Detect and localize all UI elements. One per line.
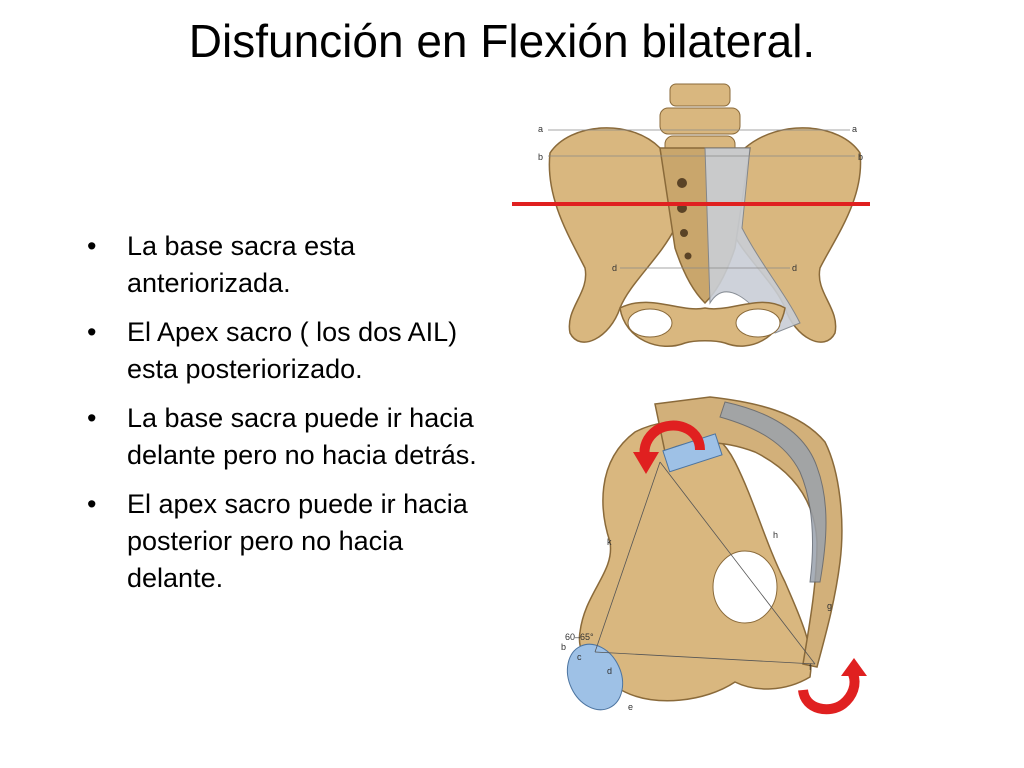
label-a-right: a xyxy=(852,124,857,134)
bullet-text: La base sacra puede ir hacia delante per… xyxy=(127,403,477,470)
left-obturator-foramen-shape xyxy=(627,308,673,338)
label-e: e xyxy=(628,702,633,712)
bullet-item: • El Apex sacro ( los dos AIL) esta post… xyxy=(85,314,505,388)
bullet-item: • La base sacra esta anteriorizada. xyxy=(85,228,505,302)
label-k: k xyxy=(607,537,612,547)
pubic-symphysis-shape xyxy=(566,643,624,711)
label-h: h xyxy=(773,530,778,540)
rotation-arrow-bottom-icon xyxy=(798,658,867,715)
bullet-marker: • xyxy=(87,489,97,519)
bullet-list: • La base sacra esta anteriorizada. • El… xyxy=(85,228,505,609)
obturator-foramen-shape xyxy=(712,550,778,624)
measure-line-3 xyxy=(594,651,816,665)
bullet-text: El Apex sacro ( los dos AIL) esta poster… xyxy=(127,317,458,384)
label-b-right: b xyxy=(858,152,863,162)
bullet-item: • La base sacra puede ir hacia delante p… xyxy=(85,400,505,474)
right-obturator-foramen-shape xyxy=(735,308,781,338)
bullet-item: • El apex sacro puede ir hacia posterior… xyxy=(85,486,505,597)
label-c: c xyxy=(577,652,582,662)
rotation-arrow-top-icon xyxy=(633,420,705,474)
disc-cartilage-shape xyxy=(662,433,723,473)
measure-line-2 xyxy=(659,461,816,665)
label-f: f xyxy=(809,662,812,672)
angle-label: 60–65° xyxy=(565,632,594,642)
pelvis-sagittal-illustration: k h g f b c d e 60–65° xyxy=(555,392,880,717)
label-d-left: d xyxy=(612,263,617,273)
measure-line-1 xyxy=(594,461,661,653)
ligament-shape xyxy=(704,147,801,334)
label-d: d xyxy=(607,666,612,676)
left-ilium-shape xyxy=(548,127,676,343)
right-ilium-shape xyxy=(729,127,862,343)
pelvis-anterior-illustration: a a b b d d xyxy=(510,78,874,368)
label-b-left: b xyxy=(538,152,543,162)
label-b: b xyxy=(561,642,566,652)
slide-title: Disfunción en Flexión bilateral. xyxy=(188,15,816,67)
bullet-marker: • xyxy=(87,317,97,347)
hip-bone-shape xyxy=(578,421,812,702)
bullet-marker: • xyxy=(87,231,97,261)
bullet-text: El apex sacro puede ir hacia posterior p… xyxy=(127,489,468,593)
pelvis-sagittal-drawing: k h g f b c d e 60–65° xyxy=(561,396,867,715)
bullet-text: La base sacra esta anteriorizada. xyxy=(127,231,356,298)
label-a-left: a xyxy=(538,124,543,134)
sacral-ligament-shape xyxy=(719,401,827,583)
bullet-marker: • xyxy=(87,403,97,433)
pelvis-anterior-drawing: a a b b d d xyxy=(512,83,870,348)
label-g: g xyxy=(827,601,832,611)
label-d-right: d xyxy=(792,263,797,273)
